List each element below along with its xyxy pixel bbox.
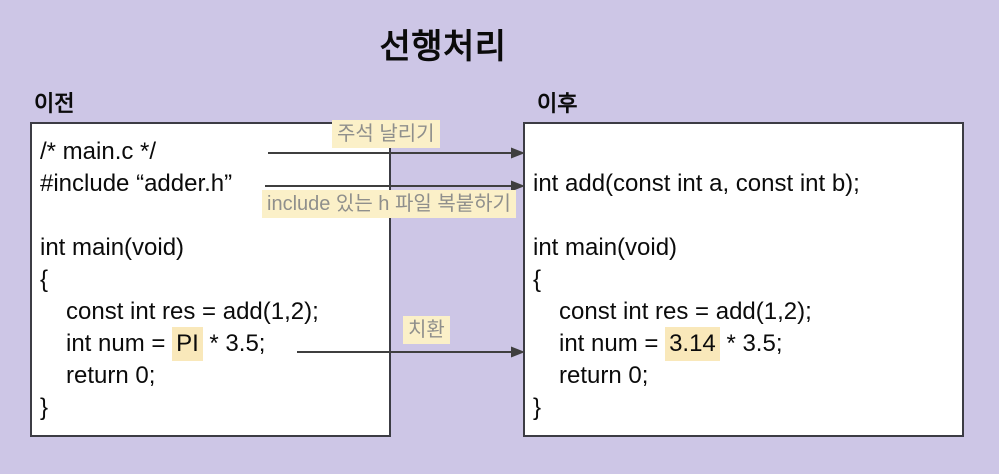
page-title: 선행처리 bbox=[379, 28, 507, 66]
code-line bbox=[533, 200, 962, 232]
code-text: int main(void) bbox=[533, 234, 678, 261]
annotation-comment-removal: 주석 날리기 bbox=[332, 120, 440, 148]
highlight-token: PI bbox=[172, 327, 203, 361]
annotation-include-paste: include 있는 h 파일 복붙하기 bbox=[262, 190, 516, 218]
code-text: /* main.c */ bbox=[40, 138, 157, 165]
code-line: int main(void) bbox=[533, 232, 962, 264]
code-text: return 0; bbox=[559, 362, 649, 389]
code-text: * 3.5; bbox=[719, 330, 783, 357]
after-code-panel: int add(const int a, const int b); int m… bbox=[523, 122, 964, 437]
code-line: int add(const int a, const int b); bbox=[533, 168, 962, 200]
highlight-token: 3.14 bbox=[665, 327, 720, 361]
code-line: { bbox=[40, 264, 389, 296]
code-line: { bbox=[533, 264, 962, 296]
code-text: { bbox=[533, 266, 542, 293]
before-code-block: /* main.c */ #include “adder.h” int main(… bbox=[40, 136, 389, 424]
code-line bbox=[533, 136, 962, 168]
code-text: } bbox=[40, 394, 49, 421]
code-text: { bbox=[40, 266, 49, 293]
code-line: } bbox=[533, 392, 962, 424]
code-text: * 3.5; bbox=[202, 330, 266, 357]
code-line: int num = PI * 3.5; bbox=[40, 327, 389, 361]
code-line: /* main.c */ bbox=[40, 136, 389, 168]
code-text: int num = bbox=[559, 330, 666, 357]
code-line: #include “adder.h” bbox=[40, 168, 389, 200]
after-panel-header: 이후 bbox=[537, 91, 578, 116]
code-text: int add(const int a, const int b); bbox=[533, 170, 860, 197]
annotation-substitution: 치환 bbox=[403, 316, 450, 344]
before-panel-header: 이전 bbox=[34, 91, 75, 116]
code-text: } bbox=[533, 394, 542, 421]
code-line: } bbox=[40, 392, 389, 424]
code-line: const int res = add(1,2); bbox=[533, 296, 962, 328]
code-line: const int res = add(1,2); bbox=[40, 296, 389, 328]
code-text: const int res = add(1,2); bbox=[559, 298, 812, 325]
code-line: int main(void) bbox=[40, 232, 389, 264]
after-code-block: int add(const int a, const int b); int m… bbox=[533, 136, 962, 424]
code-text: return 0; bbox=[66, 362, 156, 389]
code-line: int num = 3.14 * 3.5; bbox=[533, 327, 962, 361]
code-text: int num = bbox=[66, 330, 173, 357]
code-text: int main(void) bbox=[40, 234, 185, 261]
code-text: const int res = add(1,2); bbox=[66, 298, 319, 325]
before-code-panel: /* main.c */ #include “adder.h” int main(… bbox=[30, 122, 391, 437]
code-text: #include “adder.h” bbox=[40, 170, 233, 197]
code-line: return 0; bbox=[40, 360, 389, 392]
code-line: return 0; bbox=[533, 360, 962, 392]
